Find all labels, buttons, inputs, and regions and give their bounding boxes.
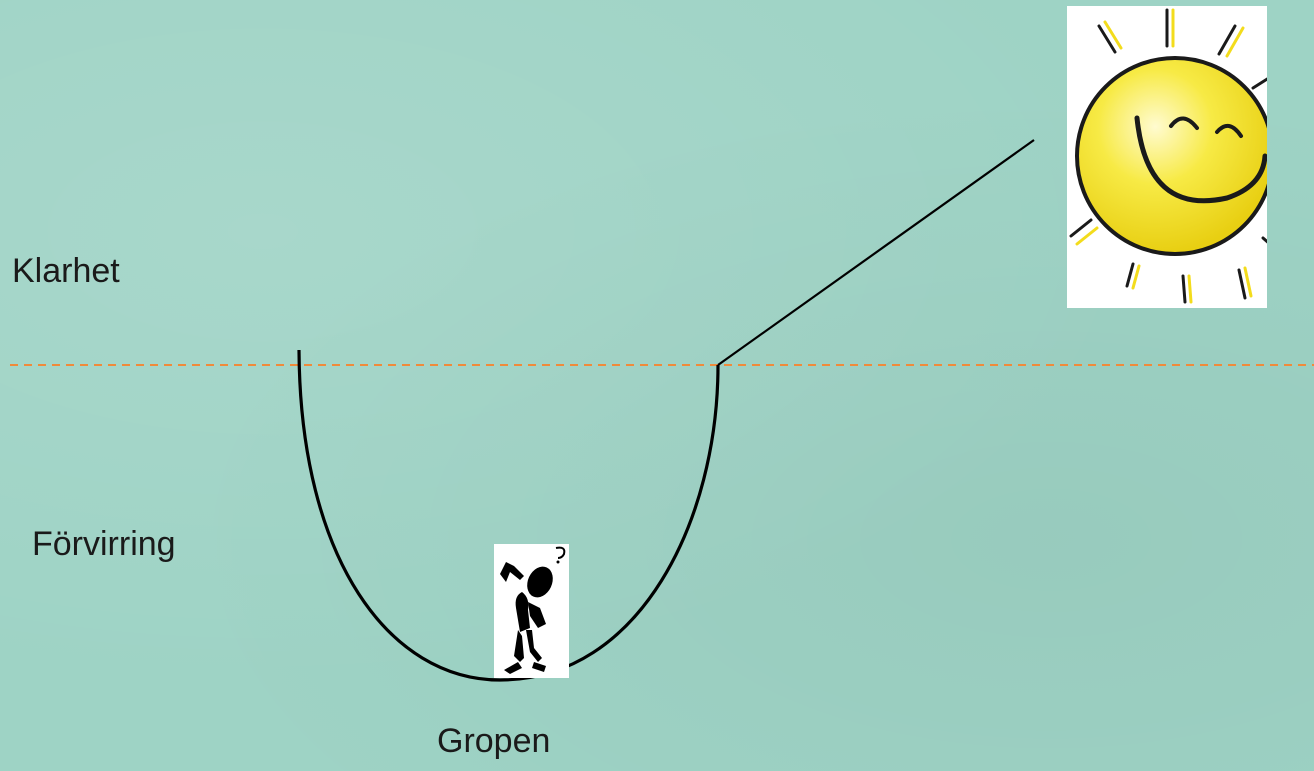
rising-line xyxy=(718,140,1034,365)
pit-label: Gropen xyxy=(437,722,550,761)
sun-illustration xyxy=(1067,6,1267,308)
person-illustration xyxy=(494,544,569,678)
smiling-sun-icon xyxy=(1067,6,1267,308)
clarity-label: Klarhet xyxy=(12,252,120,291)
confusion-label: Förvirring xyxy=(32,525,176,564)
confused-person-icon xyxy=(494,544,569,678)
